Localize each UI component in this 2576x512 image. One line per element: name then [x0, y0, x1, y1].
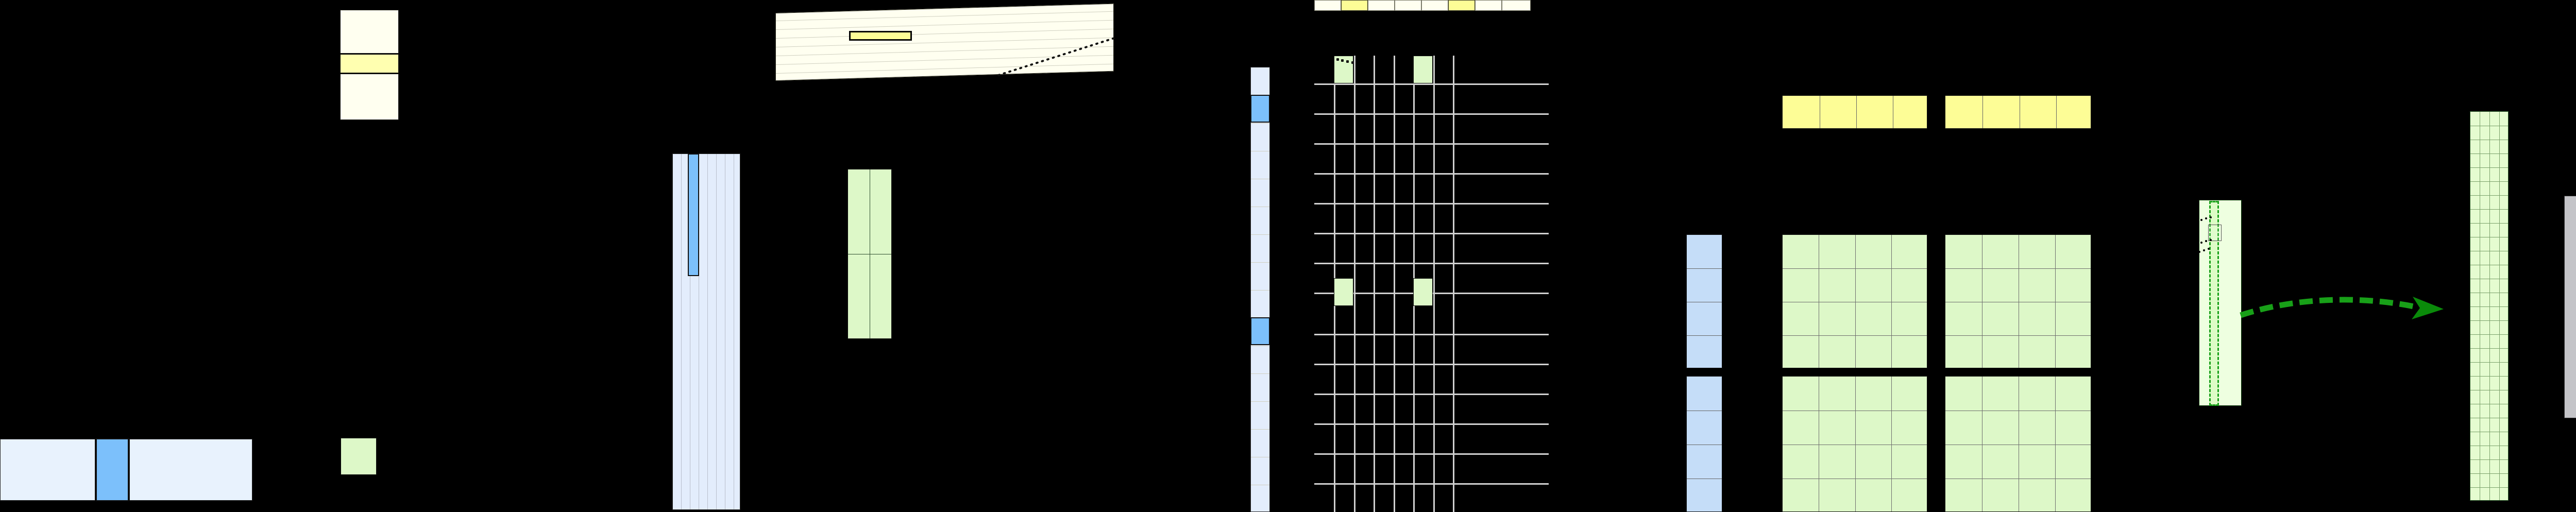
green-swatch[interactable] — [341, 438, 377, 475]
block-matrix-bottom-left[interactable] — [1782, 376, 1927, 512]
kv-index-group-bottom[interactable] — [1686, 376, 1722, 512]
header-tile-6[interactable] — [1475, 0, 1502, 11]
dotted-trend-line — [997, 37, 1116, 76]
block-matrix-bottom-right-cols — [1945, 377, 2091, 511]
header-tile-1[interactable] — [1341, 0, 1368, 11]
block-matrix-top-right-rows — [1945, 235, 2091, 368]
yellow-group-b-dividers — [1945, 96, 2091, 128]
blue-column-stripes — [673, 154, 740, 509]
cream-column-row-top[interactable] — [340, 10, 399, 54]
header-tile-0[interactable] — [1314, 0, 1341, 11]
block-matrix-bottom-left-rows — [1783, 377, 1927, 511]
gather-source-panel[interactable] — [2199, 200, 2242, 406]
token-strip-segment-left[interactable] — [0, 439, 95, 501]
header-tile-4[interactable] — [1421, 0, 1448, 11]
gather-arrow — [2240, 297, 2444, 319]
header-tile-2[interactable] — [1368, 0, 1395, 11]
cream-column-row-bottom[interactable] — [340, 74, 399, 120]
gathered-slice[interactable] — [2209, 201, 2219, 406]
sparse-grid-cell-r9c1[interactable] — [1334, 278, 1353, 306]
dense-output-column[interactable] — [2470, 111, 2509, 501]
dense-output-column-rows — [2470, 112, 2508, 500]
green-pair-block[interactable] — [848, 169, 892, 339]
index-column-dividers — [1251, 67, 1269, 511]
index-column[interactable] — [1250, 67, 1270, 512]
yellow-group-b[interactable] — [1945, 95, 2091, 129]
blue-striped-column[interactable] — [672, 153, 740, 510]
inner-window[interactable] — [2208, 225, 2222, 241]
block-matrix-top-right-cols — [1945, 235, 2091, 368]
dense-output-column-cols — [2470, 112, 2508, 500]
kv-index-group-top[interactable] — [1686, 234, 1722, 368]
lined-sheet[interactable] — [775, 3, 1116, 81]
token-strip-segment-active[interactable] — [96, 438, 129, 501]
yellow-group-a-dividers — [1783, 96, 1927, 128]
block-matrix-top-right[interactable] — [1945, 234, 2091, 368]
sparse-grid-cell-r1c5[interactable] — [1413, 56, 1433, 83]
token-strip-segment-right[interactable] — [129, 439, 252, 501]
kv-index-group-top-dividers — [1687, 235, 1722, 368]
blue-column-selected-stripe[interactable] — [688, 153, 699, 276]
sparse-grid-ellipsis — [1336, 57, 1357, 64]
header-tile-row — [1314, 0, 1531, 11]
sparse-grid-cell-r1c1[interactable] — [1334, 56, 1353, 83]
yellow-group-a[interactable] — [1782, 95, 1927, 129]
block-matrix-bottom-left-cols — [1783, 377, 1927, 511]
gather-ellipsis-dots — [2194, 215, 2225, 277]
header-tile-3[interactable] — [1395, 0, 1421, 11]
block-matrix-top-left[interactable] — [1782, 234, 1927, 368]
grey-placeholder-block[interactable] — [2564, 196, 2576, 418]
kv-index-group-bottom-dividers — [1687, 377, 1722, 511]
block-matrix-bottom-right-rows — [1945, 377, 2091, 511]
sparse-grid-cell-r9c5[interactable] — [1413, 278, 1433, 306]
block-matrix-bottom-right[interactable] — [1945, 376, 2091, 512]
header-tile-5[interactable] — [1448, 0, 1475, 11]
index-column-cell-1[interactable] — [1250, 95, 1270, 123]
cream-column-row-middle[interactable] — [340, 54, 399, 73]
block-matrix-top-left-cols — [1783, 235, 1927, 368]
index-column-cell-9[interactable] — [1250, 317, 1270, 345]
header-tile-7[interactable] — [1502, 0, 1531, 11]
block-matrix-top-left-rows — [1783, 235, 1927, 368]
lined-sheet-selected-span[interactable] — [849, 31, 912, 41]
